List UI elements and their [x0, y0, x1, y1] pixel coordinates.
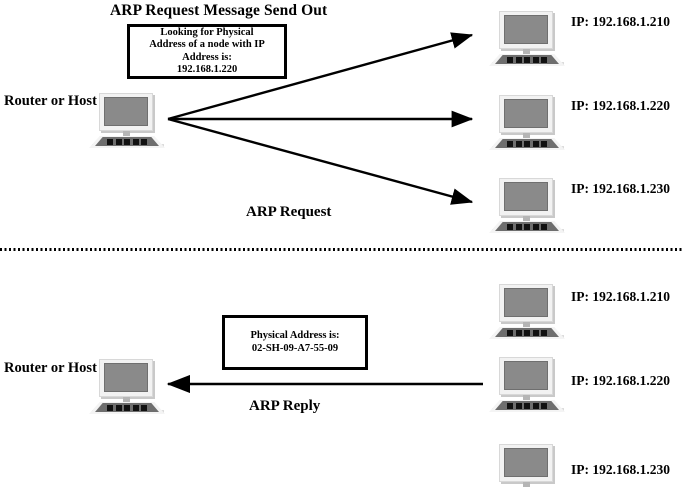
- request-message-line-1: Looking for Physical: [160, 26, 254, 38]
- keyboard-keys: [507, 140, 547, 147]
- top-router-or-host-label: Router or Host: [4, 93, 97, 109]
- computer-icon-top-node-1: [486, 10, 568, 68]
- arp-reply-message-box: Physical Address is: 02-SH-09-A7-55-09: [222, 315, 368, 370]
- monitor-stand: [123, 131, 130, 137]
- monitor-screen: [504, 99, 548, 128]
- keyboard-keys: [507, 402, 547, 409]
- computer-icon-bottom-node-2: [486, 356, 568, 414]
- ip-label-bottom-node-3: IP: 192.168.1.230: [571, 462, 670, 477]
- monitor-stand: [123, 397, 130, 403]
- monitor-screen: [504, 361, 548, 390]
- top-section-title: ARP Request Message Send Out: [110, 2, 328, 19]
- monitor-stand: [523, 216, 530, 222]
- monitor-stand: [523, 482, 530, 487]
- computer-icon-top-node-3: [486, 177, 568, 235]
- monitor-stand: [523, 322, 530, 328]
- computer-icon-bottom-node-1: [486, 283, 568, 341]
- monitor-screen: [504, 448, 548, 477]
- monitor-screen: [504, 288, 548, 317]
- monitor-stand: [523, 133, 530, 139]
- keyboard-keys: [507, 329, 547, 336]
- bottom-router-or-host-label: Router or Host: [4, 360, 97, 376]
- ip-label-top-node-2: IP: 192.168.1.220: [571, 98, 670, 113]
- computer-icon-bottom-destination: [86, 358, 168, 416]
- request-message-line-4: 192.168.1.220: [176, 64, 238, 75]
- keyboard-keys: [507, 223, 547, 230]
- monitor-stand: [523, 49, 530, 55]
- arp-request-flow-label: ARP Request: [246, 204, 332, 220]
- computer-icon-top-source: [86, 92, 168, 150]
- request-message-line-2: Address of a node with IP: [149, 39, 265, 50]
- arp-reply-flow-label: ARP Reply: [249, 398, 321, 414]
- ip-label-bottom-node-2: IP: 192.168.1.220: [571, 373, 670, 388]
- keyboard-keys: [507, 56, 547, 63]
- ip-label-top-node-1: IP: 192.168.1.210: [571, 14, 670, 29]
- monitor-stand: [523, 395, 530, 401]
- keyboard-keys: [107, 404, 147, 411]
- monitor-screen: [104, 363, 148, 392]
- computer-icon-bottom-node-3: [486, 443, 568, 487]
- monitor-screen: [104, 97, 148, 126]
- monitor-screen: [504, 182, 548, 211]
- reply-message-line-2: 02-SH-09-A7-55-09: [251, 342, 339, 354]
- reply-message-line-1: Physical Address is:: [250, 330, 340, 341]
- ip-label-bottom-node-1: IP: 192.168.1.210: [571, 289, 670, 304]
- ip-label-top-node-3: IP: 192.168.1.230: [571, 181, 670, 196]
- arp-request-message-box: Looking for Physical Address of a node w…: [127, 24, 287, 79]
- section-divider: [0, 248, 682, 251]
- monitor-screen: [504, 15, 548, 44]
- computer-icon-top-node-2: [486, 94, 568, 152]
- request-message-line-3: Address is:: [182, 51, 232, 63]
- keyboard-keys: [107, 138, 147, 145]
- arp-request-arrow-to-node-3: [167, 117, 474, 205]
